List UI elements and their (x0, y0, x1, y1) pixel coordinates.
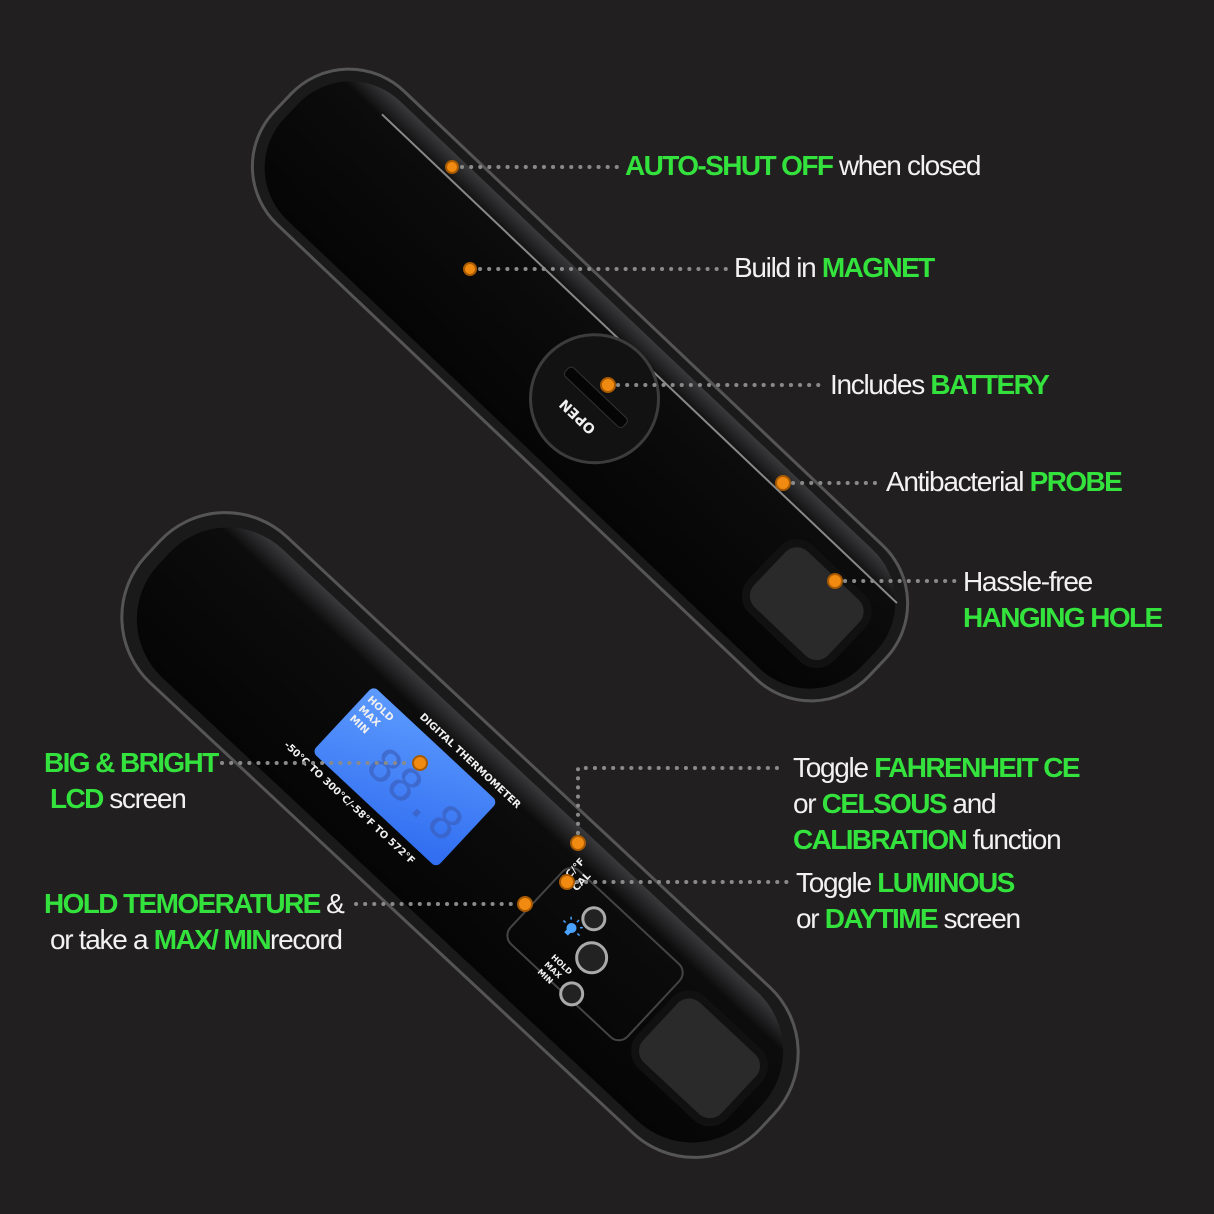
marker-dot (445, 160, 459, 174)
marker-dot (559, 874, 575, 890)
callout-markers (412, 160, 843, 912)
unit-button[interactable] (578, 903, 609, 934)
marker-dot (517, 896, 533, 912)
hold-button[interactable] (556, 978, 587, 1009)
battery-cover: OPEN (529, 333, 661, 465)
callout-battery: Includes BATTERY (830, 369, 1050, 400)
callout-magnet: Build in MAGNET (734, 252, 935, 283)
callout-probe: Antibacterial PROBE (886, 466, 1123, 497)
thermometer-bottom: 88.8 HOLD MAX MIN DIGITAL THERMOMETER -5… (120, 511, 800, 1159)
marker-dot (463, 262, 477, 276)
light-button[interactable] (570, 937, 612, 979)
marker-dot (570, 835, 586, 851)
marker-dot (412, 755, 428, 771)
callout-auto-shut-off: AUTO-SHUT OFF when closed (625, 150, 981, 181)
callout-hold: HOLD TEMOERATURE &or take a MAX/ MINreco… (44, 888, 345, 955)
light-bulb-icon (562, 916, 583, 937)
hanging-hole-bottom (631, 990, 768, 1127)
thermometer-top: OPEN (250, 67, 910, 703)
leader-lines (220, 165, 958, 906)
marker-dot (600, 377, 616, 393)
marker-dot (775, 475, 791, 491)
marker-dot (827, 573, 843, 589)
hanging-hole (741, 539, 872, 669)
